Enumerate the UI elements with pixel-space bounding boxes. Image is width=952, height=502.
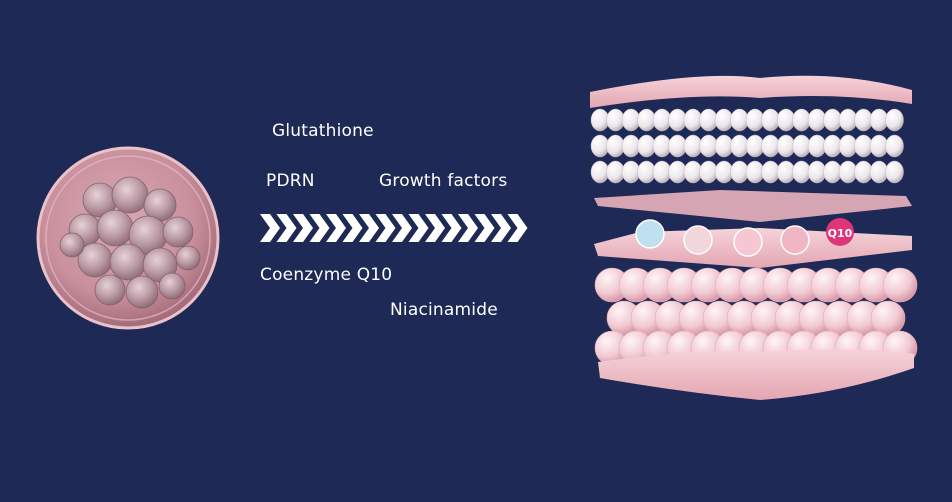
chevron-segment (342, 214, 363, 242)
chevron-segment (507, 214, 528, 242)
ingredient-bubble-icon (635, 219, 665, 249)
cell-blob (111, 176, 149, 214)
cell-blob (125, 275, 159, 309)
ingredient-bubble-icon (733, 227, 763, 257)
label-coenzyme-q10: Coenzyme Q10 (260, 265, 393, 285)
chevron-segment (326, 214, 346, 242)
ingredient-bubble-icon (683, 225, 713, 255)
chevron-segment (425, 214, 445, 242)
bead (885, 108, 904, 132)
chevron-arrow-icon (260, 214, 528, 242)
chevron-segment (441, 214, 462, 242)
middle-membrane (594, 190, 912, 222)
bottom-membrane (598, 349, 914, 400)
bead (885, 134, 904, 158)
ingredient-bubble-icon (780, 225, 810, 255)
cell-blob (109, 243, 147, 281)
chevron-segment (408, 214, 429, 242)
cell-cluster (59, 176, 201, 309)
chevron-segment (293, 214, 313, 242)
cell-blob (59, 232, 85, 258)
cell-blob (175, 245, 201, 271)
q10-badge: Q10 (826, 218, 854, 246)
cell-blob (158, 272, 186, 300)
chevron-segment (276, 214, 297, 242)
chevron-segment (260, 214, 280, 242)
chevron-segment (375, 214, 396, 242)
q10-badge-text: Q10 (828, 227, 853, 240)
chevron-segment (392, 214, 412, 242)
chevron-segment (309, 214, 330, 242)
cell-blob (162, 216, 194, 248)
chevron-segment (491, 214, 511, 242)
label-pdrn: PDRN (266, 171, 315, 191)
label-glutathione: Glutathione (272, 121, 374, 141)
chevron-segment (458, 214, 478, 242)
bead (885, 160, 904, 184)
cell-sphere (36, 146, 220, 330)
chevron-segment (474, 214, 495, 242)
label-growth-factors: Growth factors (379, 171, 508, 191)
cell-blob (94, 274, 126, 306)
pink-bead (882, 267, 918, 303)
cell-blob (96, 209, 134, 247)
ingredient-bubbles (635, 219, 810, 257)
chevron-segment (359, 214, 379, 242)
skin-layers-icon: Q10 (590, 75, 918, 400)
top-membrane (590, 75, 912, 108)
pink-bead (870, 300, 906, 336)
label-niacinamide: Niacinamide (390, 300, 498, 320)
bead-layer-top (590, 108, 904, 184)
